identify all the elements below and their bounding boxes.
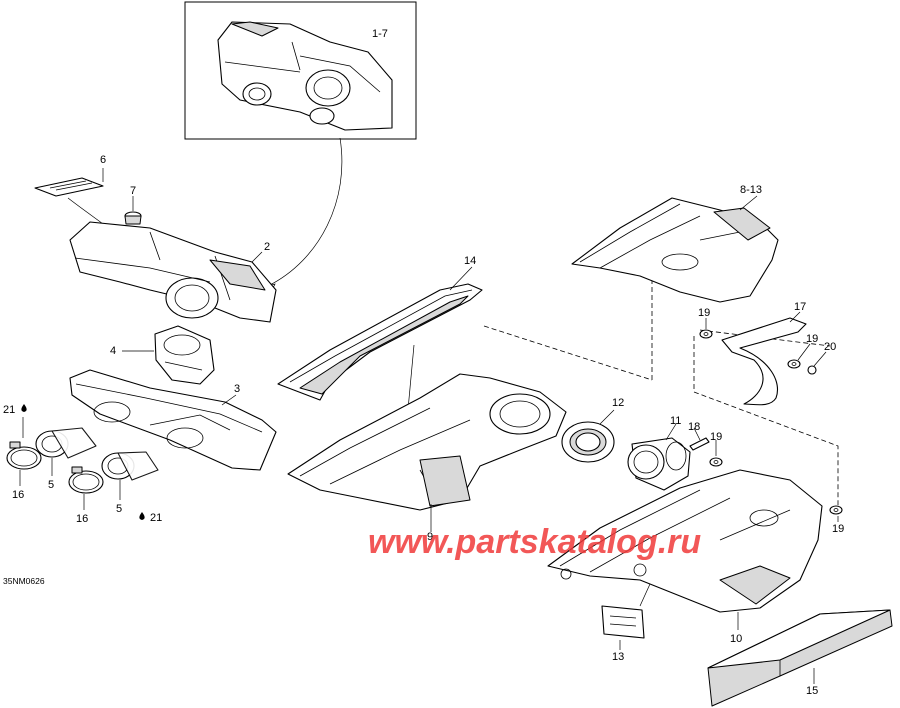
part-14-seal-strip: [277, 283, 483, 401]
callout-19-a: 19: [698, 307, 710, 319]
callout-1-7: 1-7: [372, 28, 388, 40]
part-8-13-upper-shroud: [571, 197, 779, 303]
part-16-clamp-lower: [68, 466, 104, 494]
part-19-washer-d: [829, 505, 843, 515]
part-15-foam-block: [707, 609, 893, 707]
callout-5-lower: 5: [116, 503, 122, 515]
part-9-duct: [287, 373, 567, 511]
part-7-grommet: [124, 211, 142, 225]
part-13-decal: [601, 605, 645, 639]
callout-12: 12: [612, 397, 624, 409]
part-10-lower-shroud: [547, 469, 823, 613]
part-6-decal: [34, 177, 104, 197]
part-12-ring: [561, 421, 615, 463]
part-21-sealant-drop-upper: [21, 404, 27, 412]
callout-17: 17: [794, 301, 806, 313]
part-16-clamp-upper: [6, 441, 42, 470]
callout-labels: 1-7 2 3 4 5 5 6 7 8-13 9 10 11 12 13 14 …: [3, 28, 844, 697]
callout-6: 6: [100, 154, 106, 166]
part-5-coupler-lower: [101, 451, 159, 481]
inset-assembly: [184, 1, 417, 140]
part-11-boot: [627, 437, 691, 491]
callout-21-upper: 21: [3, 404, 15, 416]
callout-8-13: 8-13: [740, 184, 762, 196]
callout-19-b: 19: [806, 333, 818, 345]
callout-10: 10: [730, 633, 742, 645]
callout-16-lower: 16: [76, 513, 88, 525]
callout-21-lower: 21: [150, 512, 162, 524]
part-21-sealant-drop-lower: [139, 512, 145, 520]
callout-19-d: 19: [832, 523, 844, 535]
callout-7: 7: [130, 185, 136, 197]
part-19-washer-c: [709, 457, 723, 467]
callout-13: 13: [612, 651, 624, 663]
callout-15: 15: [806, 685, 818, 697]
part-19-washer-a: [699, 329, 713, 339]
part-20-nut: [807, 365, 817, 375]
callout-3: 3: [234, 383, 240, 395]
callout-19-c: 19: [710, 431, 722, 443]
diagram-code: 35NM0626: [3, 576, 45, 586]
callout-4: 4: [110, 345, 116, 357]
part-18-screw: [689, 437, 710, 451]
part-5-coupler-upper: [35, 427, 97, 459]
watermark: www.partskatalog.ru: [368, 523, 701, 561]
part-17-bracket: [721, 317, 807, 406]
callout-14: 14: [464, 255, 476, 267]
callout-16-upper: 16: [12, 489, 24, 501]
callout-20: 20: [824, 341, 836, 353]
callout-18: 18: [688, 421, 700, 433]
part-3-airbox-base: [69, 369, 277, 471]
callout-5-upper: 5: [48, 479, 54, 491]
callout-2: 2: [264, 241, 270, 253]
callout-9: 9: [427, 531, 433, 543]
callout-11: 11: [670, 415, 681, 427]
part-4-intake-boot: [154, 325, 215, 385]
part-19-washer-b: [787, 359, 801, 369]
part-2-airbox-cover: [69, 221, 277, 323]
